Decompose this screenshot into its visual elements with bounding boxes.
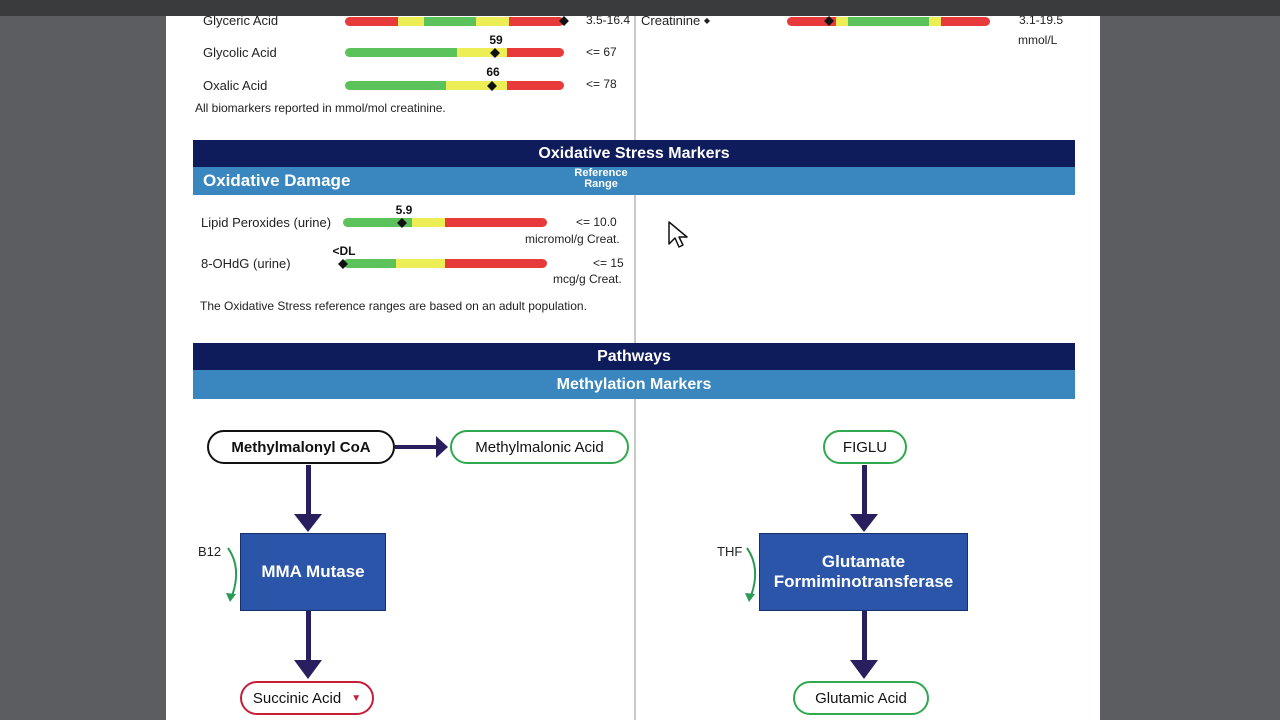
range-bar-lipid-peroxides [343,218,547,227]
succinic-acid-node: Succinic Acid ▼ [240,681,374,715]
reference-glycolic: <= 67 [586,45,617,59]
biomarker-name-glycolic: Glycolic Acid [203,45,277,60]
biomarker-name-oxalic: Oxalic Acid [203,78,268,93]
reference-creatinine: 3.1-19.5 [1019,16,1064,27]
mma-mutase-enzyme-box: MMA Mutase [240,533,386,611]
range-bar-creatinine [787,17,990,26]
low-flag-triangle-icon: ▼ [351,692,362,704]
range-segment [397,17,424,26]
range-segment [396,259,445,268]
oxidative-footnote: The Oxidative Stress reference ranges ar… [200,299,587,313]
report-page: Glyceric Acid 3.5-16.4 Glycolic Acid 59 … [166,16,1100,720]
pathway-arrows [226,436,878,679]
pathways-header: Pathways [193,343,1075,370]
range-bar-8ohdg [343,259,547,268]
range-segment [423,17,477,26]
range-segment [445,218,547,227]
result-value-glycolic: 59 [489,33,503,47]
b12-cofactor-label: B12 [198,544,222,559]
biomarker-name-8ohdg: 8-OHdG (urine) [201,256,291,271]
result-value-lipid-peroxides: 5.9 [395,203,413,217]
result-value-oxalic: 66 [486,65,500,79]
range-segment [507,48,564,57]
biomarker-name-glyceric: Glyceric Acid [203,16,279,28]
unit-lipid-peroxides: micromol/g Creat. [525,232,620,246]
range-segment [445,81,508,90]
range-bar-glycolic [345,48,564,57]
reference-oxalic: <= 78 [586,77,617,91]
figlu-node: FIGLU [823,430,907,464]
range-segment [929,17,942,26]
range-segment [507,81,564,90]
range-segment [345,81,446,90]
mouse-pointer-icon [668,221,688,248]
glutamic-acid-node: Glutamic Acid [793,681,929,715]
methylation-markers-subheader: Methylation Markers [193,370,1075,399]
reference-8ohdg: <= 15 [593,256,624,270]
range-segment [343,218,413,227]
range-segment [343,259,397,268]
range-segment [509,17,564,26]
range-bar-oxalic [345,81,564,90]
range-segment [345,17,398,26]
range-segment [476,17,510,26]
range-segment [456,48,508,57]
oxidative-damage-title: Oxidative Damage [203,171,351,190]
methylmalonic-acid-node: Methylmalonic Acid [450,430,629,464]
range-segment [412,218,445,227]
range-segment [941,17,990,26]
biomarker-name-creatinine: Creatinine ◆ [641,16,711,28]
range-bar-glyceric [345,17,564,26]
result-value-8ohdg: <DL [332,244,356,258]
range-segment [787,17,836,26]
diamond-icon: ◆ [703,16,711,25]
viewer-top-bar [0,0,1280,16]
glutamate-formiminotransferase-enzyme-box: Glutamate Formiminotransferase [759,533,968,611]
range-segment [835,17,848,26]
reference-glyceric: 3.5-16.4 [586,16,631,27]
range-segment [345,48,457,57]
methylmalonyl-coa-node: Methylmalonyl CoA [207,430,395,464]
organic-acids-footnote: All biomarkers reported in mmol/mol crea… [195,101,446,115]
reference-lipid-peroxides: <= 10.0 [576,215,617,229]
unit-8ohdg: mcg/g Creat. [553,272,622,286]
range-segment [847,17,930,26]
thf-cofactor-label: THF [717,544,743,559]
range-segment [445,259,547,268]
unit-creatinine: mmol/L [1018,33,1058,47]
biomarker-name-lipid-peroxides: Lipid Peroxides (urine) [201,215,332,230]
oxidative-stress-header: Oxidative Stress Markers [193,140,1075,167]
